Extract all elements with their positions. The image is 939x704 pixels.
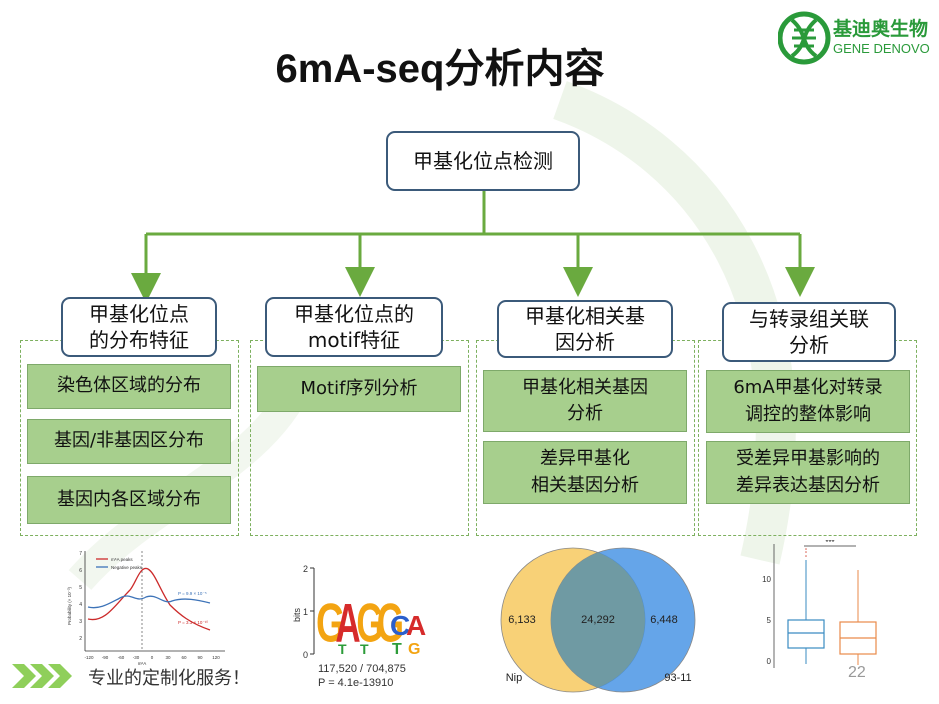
venn-left-count: 6,133 — [508, 614, 536, 626]
line-y-tick: 3 — [79, 619, 82, 625]
line-y-tick: 7 — [79, 551, 82, 557]
item-differential-expression: 受差异甲基影响的 差异表达基因分析 — [706, 441, 910, 504]
line-x-tick: 60 — [181, 655, 187, 660]
root-node: 甲基化位点检测 — [386, 131, 580, 191]
line-legend-negative: Negative peaks — [111, 565, 143, 570]
line-y-label: Probability (× 10⁻³) — [67, 586, 72, 625]
venn-left-label: Nip — [506, 672, 523, 684]
line-pvalue-red: P = 3.3 × 10⁻¹⁰ — [178, 620, 208, 625]
line-pvalue-blue: P = 9.9 × 10⁻⁵ — [178, 591, 207, 596]
line-x-tick: 90 — [197, 655, 203, 660]
motif-y-tick: 1 — [303, 607, 308, 617]
item-transcription-regulation: 6mA甲基化对转录 调控的整体影响 — [706, 370, 910, 433]
line-x-tick: -90 — [102, 655, 109, 660]
motif-y-label: bits — [292, 607, 302, 622]
thumbnail-motif-logo: 2 1 0 bits G A G G C A T T T G 117,520 /… — [292, 564, 426, 689]
logo-english-name: GENE DENOVO — [833, 41, 930, 56]
motif-letter-c: C — [390, 610, 410, 641]
item-motif-analysis: Motif序列分析 — [257, 366, 461, 412]
thumbnail-venn-diagram: 6,133 24,292 6,448 Nip 93-11 — [500, 547, 696, 693]
motif-y-tick: 0 — [303, 650, 308, 660]
footer-slogan: 专业的定制化服务！ — [88, 668, 250, 689]
motif-stat: 117,520 / 704,875 — [318, 663, 406, 675]
venn-right-label: 93-11 — [664, 672, 691, 684]
slide-title: 6mA-seq分析内容 — [275, 47, 605, 91]
item-intragenic-distribution: 基因内各区域分布 — [27, 476, 231, 524]
thumbnail-line-plot: m⁶A peaks Negative peaks P = 9.9 × 10⁻⁵ … — [67, 551, 225, 666]
motif-letter-g1: G — [316, 591, 345, 653]
motif-sub-t2: T — [360, 641, 369, 657]
venn-center-count: 24,292 — [581, 614, 615, 626]
item-methylation-genes: 甲基化相关基因 分析 — [483, 370, 687, 432]
motif-sub-g: G — [408, 641, 420, 658]
branch-node-motif: 甲基化位点的 motif特征 — [265, 297, 443, 357]
branch-node-transcriptome: 与转录组关联 分析 — [722, 302, 896, 362]
motif-y-tick: 2 — [303, 564, 308, 574]
motif-sub-t3: T — [392, 641, 402, 658]
item-gene-region-distribution: 基因/非基因区分布 — [27, 419, 231, 464]
item-differential-methylation: 差异甲基化 相关基因分析 — [483, 441, 687, 504]
motif-letter-a2: A — [406, 610, 426, 641]
motif-sub-t1: T — [338, 641, 347, 657]
line-x-tick: -120 — [84, 655, 94, 660]
item-chromosome-distribution: 染色体区域的分布 — [27, 364, 231, 409]
box-significance: *** — [825, 540, 834, 547]
line-x-tick: 30 — [165, 655, 171, 660]
box-y-tick: 10 — [762, 575, 771, 584]
motif-letter-g2: G — [356, 591, 383, 653]
motif-pvalue: P = 4.1e-13910 — [318, 677, 393, 689]
page-number: 22 — [848, 664, 866, 681]
line-x-tick: 0 — [151, 655, 154, 660]
box-y-tick: 0 — [767, 657, 772, 666]
logo-chinese-name: 基迪奥生物 — [833, 18, 929, 40]
branch-node-related-genes: 甲基化相关基 因分析 — [497, 300, 673, 358]
line-legend-m6a: m⁶A peaks — [111, 557, 133, 562]
thumbnail-boxplot: 10 5 0 *** — [762, 540, 877, 668]
box-y-tick: 5 — [767, 616, 772, 625]
venn-right-count: 6,448 — [650, 614, 678, 626]
line-x-tick: -60 — [118, 655, 125, 660]
line-y-tick: 4 — [79, 602, 82, 608]
footer-chevron-icon — [12, 664, 72, 688]
line-y-tick: 5 — [79, 585, 82, 591]
motif-letter-a1: A — [335, 591, 360, 653]
line-y-tick: 2 — [79, 636, 82, 642]
line-y-tick: 6 — [79, 568, 82, 574]
motif-letter-g3: G — [377, 591, 404, 653]
line-center-marker: m⁶A — [138, 661, 147, 666]
line-x-tick: -30 — [133, 655, 140, 660]
company-logo — [778, 11, 831, 65]
branch-node-distribution: 甲基化位点 的分布特征 — [61, 297, 217, 357]
line-x-tick: 120 — [212, 655, 220, 660]
